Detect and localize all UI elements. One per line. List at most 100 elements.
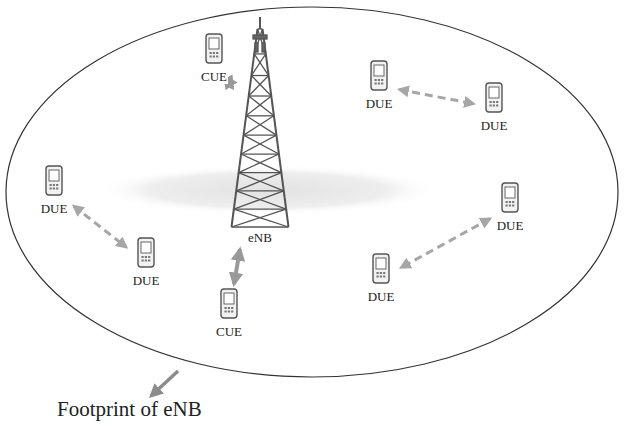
tower-brace bbox=[239, 173, 284, 191]
user-equipment: DUE bbox=[37, 164, 72, 217]
tower-brace bbox=[241, 154, 281, 173]
device-label: DUE bbox=[132, 274, 161, 288]
tower-brace bbox=[234, 191, 284, 209]
tower-brace bbox=[246, 116, 276, 135]
phone-key bbox=[509, 205, 511, 207]
phone-key bbox=[53, 188, 55, 190]
phone-icon bbox=[135, 237, 157, 268]
d2d-link bbox=[399, 90, 473, 104]
phone-key bbox=[148, 256, 150, 258]
tower-rung bbox=[241, 153, 279, 154]
tower-brace bbox=[251, 76, 271, 96]
phone-body bbox=[486, 83, 502, 112]
device-label: DUE bbox=[496, 219, 525, 233]
tower-platform bbox=[253, 35, 267, 39]
phone-key bbox=[142, 256, 144, 258]
phone-icon bbox=[43, 165, 65, 196]
footprint-label: Footprint of eNB bbox=[57, 398, 202, 421]
phone-key bbox=[512, 205, 514, 207]
phone-body bbox=[371, 61, 387, 90]
phone-key bbox=[377, 272, 379, 274]
phone-icon bbox=[203, 33, 225, 64]
user-equipment: CUE bbox=[197, 32, 231, 85]
phone-screen bbox=[209, 38, 219, 49]
cellular-link bbox=[234, 249, 240, 284]
phone-screen bbox=[374, 65, 384, 76]
phone-key bbox=[50, 188, 52, 190]
phone-body bbox=[373, 254, 389, 283]
phone-icon bbox=[218, 288, 240, 319]
device-label: CUE bbox=[200, 70, 228, 84]
tower-brace bbox=[244, 135, 279, 154]
user-equipment: CUE bbox=[212, 287, 246, 340]
tower-brace bbox=[254, 54, 268, 76]
phone-key bbox=[378, 79, 380, 81]
phone-icon bbox=[499, 182, 521, 213]
phone-key bbox=[210, 56, 212, 58]
phone-icon bbox=[483, 82, 505, 113]
enb-footprint bbox=[6, 7, 618, 377]
tower-brace bbox=[232, 209, 287, 227]
user-equipment: DUE bbox=[493, 181, 528, 234]
phone-key bbox=[512, 201, 514, 203]
tower-rung bbox=[239, 172, 282, 173]
tower-brace bbox=[251, 54, 265, 76]
tower-panel bbox=[255, 43, 258, 52]
phone-key bbox=[50, 184, 52, 186]
phone-key bbox=[506, 205, 508, 207]
device-label: DUE bbox=[40, 202, 69, 216]
device-label: DUE bbox=[480, 119, 509, 133]
phone-key bbox=[148, 260, 150, 262]
phone-key bbox=[228, 307, 230, 309]
phone-body bbox=[502, 183, 518, 212]
phone-screen bbox=[489, 87, 499, 98]
phone-key bbox=[496, 105, 498, 107]
phone-key bbox=[231, 311, 233, 313]
phone-key bbox=[378, 83, 380, 85]
tower-rung bbox=[249, 95, 272, 96]
phone-key bbox=[375, 79, 377, 81]
d2d-link bbox=[401, 219, 490, 268]
phone-icon bbox=[370, 253, 392, 284]
tower-brace bbox=[249, 76, 269, 96]
device-label: DUE bbox=[367, 290, 396, 304]
tower-rung bbox=[234, 208, 286, 209]
tower-rung bbox=[236, 190, 284, 191]
phone-body bbox=[138, 238, 154, 267]
phone-body bbox=[221, 289, 237, 318]
phone-icon bbox=[368, 60, 390, 91]
coverage-shade bbox=[98, 165, 438, 215]
phone-key bbox=[228, 311, 230, 313]
tower-brace bbox=[239, 154, 279, 173]
user-equipment: DUE bbox=[362, 59, 397, 112]
user-equipment: DUE bbox=[477, 81, 512, 134]
device-label: CUE bbox=[215, 325, 243, 339]
enb-tower: eNB bbox=[227, 16, 293, 246]
phone-key bbox=[142, 260, 144, 262]
phone-key bbox=[225, 311, 227, 313]
user-equipment: DUE bbox=[129, 236, 164, 289]
phone-key bbox=[216, 56, 218, 58]
phone-key bbox=[216, 52, 218, 54]
tower-brace bbox=[249, 96, 274, 116]
phone-key bbox=[53, 184, 55, 186]
phone-key bbox=[225, 307, 227, 309]
tower-brace bbox=[236, 173, 281, 191]
phone-key bbox=[145, 256, 147, 258]
phone-key bbox=[213, 52, 215, 54]
phone-key bbox=[493, 101, 495, 103]
phone-key bbox=[56, 188, 58, 190]
tower-rung bbox=[254, 53, 266, 54]
phone-key bbox=[375, 83, 377, 85]
phone-key bbox=[509, 201, 511, 203]
d2d-link bbox=[74, 206, 127, 247]
station-label: eNB bbox=[247, 231, 273, 245]
phone-key bbox=[377, 276, 379, 278]
phone-key bbox=[493, 105, 495, 107]
phone-key bbox=[383, 276, 385, 278]
tower-rung bbox=[244, 134, 277, 135]
phone-key bbox=[381, 83, 383, 85]
